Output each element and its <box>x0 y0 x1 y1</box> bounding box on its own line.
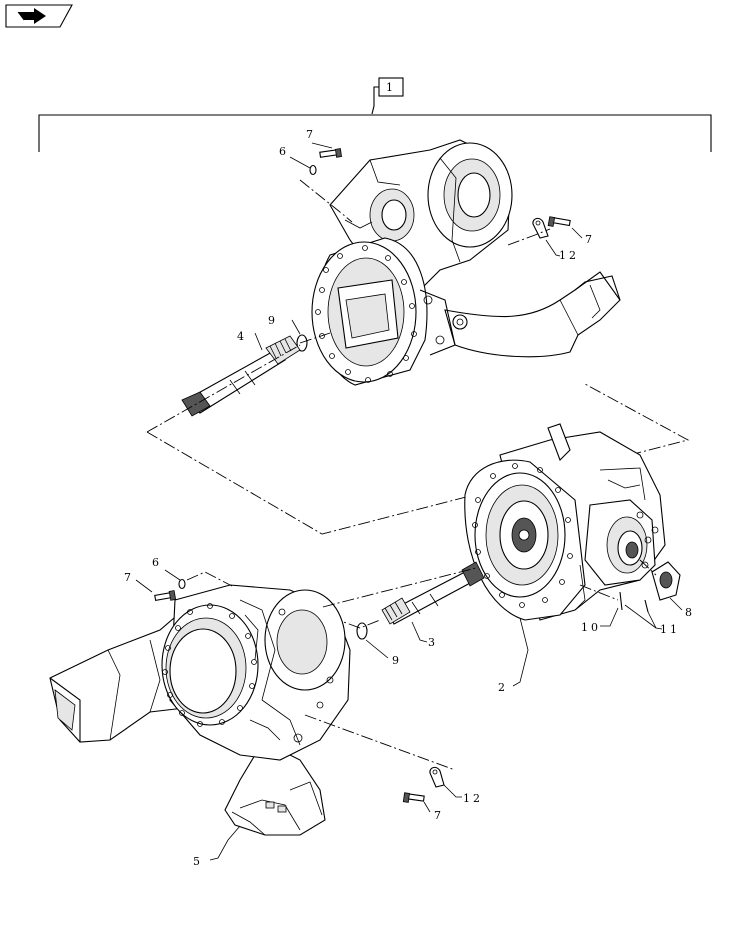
callout-12-bottom: 12 <box>463 792 483 805</box>
upper-axle-housing <box>311 139 621 386</box>
callout-7-top-right: 7 <box>585 233 595 246</box>
bolt-7-left <box>154 590 177 601</box>
clip-12-top <box>532 217 549 239</box>
snap-ring-9-mid <box>356 622 368 640</box>
callout-9-top: 9 <box>268 314 278 327</box>
shaft-3 <box>381 561 485 625</box>
shaft-4 <box>181 335 301 417</box>
next-page-arrow-icon <box>17 8 46 24</box>
callout-3: 3 <box>428 636 438 649</box>
callout-4: 4 <box>237 330 247 343</box>
callout-11: 11 <box>660 623 680 636</box>
flange-bolt-holes <box>315 245 417 383</box>
seal-10 <box>619 591 623 611</box>
callout-7-top: 7 <box>306 128 316 141</box>
snap-ring-9-top <box>296 334 308 352</box>
callout-1: 1 <box>386 81 396 94</box>
assembly-group-bracket: 1 <box>38 77 712 152</box>
callout-5: 5 <box>193 855 203 868</box>
clip-12-bottom <box>429 766 445 788</box>
lower-axle-housing-5 <box>49 584 351 836</box>
callout-2: 2 <box>498 681 508 694</box>
differential-carrier-2 <box>464 423 666 621</box>
yoke-8 <box>651 561 681 601</box>
callout-8: 8 <box>685 606 695 619</box>
callout-12-top: 12 <box>559 249 579 262</box>
shim-11 <box>644 599 649 613</box>
carrier-flange-bolts <box>472 463 573 608</box>
lower-flange-bolts <box>162 603 257 727</box>
callout-6-top: 6 <box>279 145 289 158</box>
callout-7-bottom: 7 <box>434 809 444 822</box>
next-page-button[interactable] <box>5 4 73 28</box>
washer-6-top <box>309 164 317 176</box>
callout-10: 10 <box>581 621 601 634</box>
washer-6-left <box>178 578 186 590</box>
bolt-7-top <box>319 148 342 158</box>
callout-6-left: 6 <box>152 556 162 569</box>
callout-9-mid: 9 <box>392 654 402 667</box>
bolt-7-top-right <box>547 216 571 227</box>
bolt-7-bottom <box>402 792 425 803</box>
callout-7-left: 7 <box>124 571 134 584</box>
